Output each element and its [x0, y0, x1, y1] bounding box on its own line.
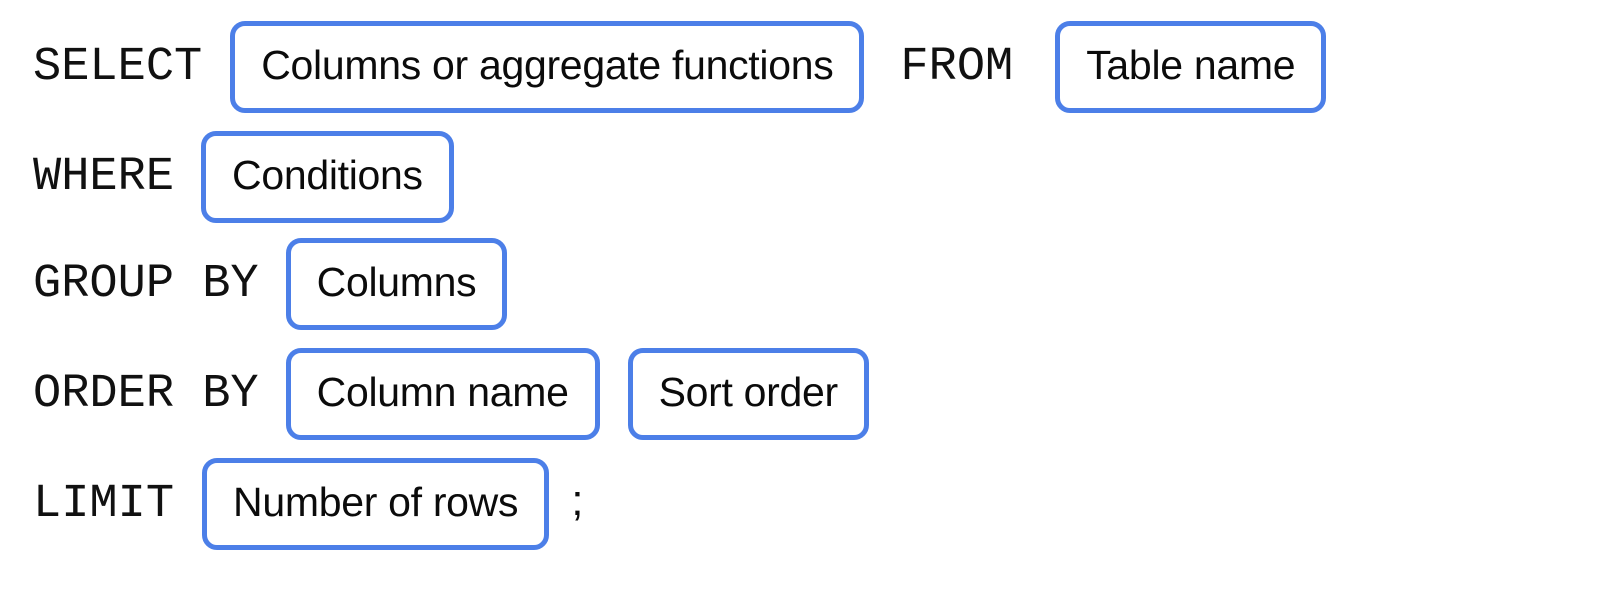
- keyword-select: SELECT: [33, 40, 203, 94]
- sql-line-order-by: ORDER BY Column name Sort order: [0, 339, 869, 449]
- slot-conditions[interactable]: Conditions: [201, 131, 454, 223]
- keyword-where: WHERE: [33, 150, 175, 204]
- slot-column-name[interactable]: Column name: [285, 348, 600, 440]
- slot-group-by-columns[interactable]: Columns: [285, 238, 508, 330]
- keyword-limit: LIMIT: [33, 477, 175, 531]
- slot-label: Conditions: [232, 151, 423, 198]
- keyword-group-by: GROUP BY: [33, 257, 259, 311]
- sql-line-where: WHERE Conditions: [0, 122, 454, 232]
- slot-label: Columns: [316, 258, 477, 305]
- slot-label: Number of rows: [233, 478, 519, 525]
- keyword-order-by: ORDER BY: [33, 367, 259, 421]
- keyword-from: FROM: [900, 40, 1014, 94]
- sql-line-limit: LIMIT Number of rows ;: [0, 449, 583, 559]
- slot-label: Columns or aggregate functions: [261, 41, 834, 88]
- slot-columns-or-aggregate-functions[interactable]: Columns or aggregate functions: [230, 21, 865, 113]
- sql-line-group-by: GROUP BY Columns: [0, 229, 508, 339]
- slot-label: Sort order: [658, 368, 839, 415]
- slot-label: Column name: [316, 368, 569, 415]
- slot-table-name[interactable]: Table name: [1055, 21, 1327, 113]
- slot-sort-order[interactable]: Sort order: [627, 348, 869, 440]
- statement-terminator-semicolon: ;: [571, 476, 584, 525]
- slot-label: Table name: [1086, 41, 1296, 88]
- slot-number-of-rows[interactable]: Number of rows: [202, 458, 550, 550]
- sql-line-select: SELECT Columns or aggregate functions FR…: [0, 12, 1327, 122]
